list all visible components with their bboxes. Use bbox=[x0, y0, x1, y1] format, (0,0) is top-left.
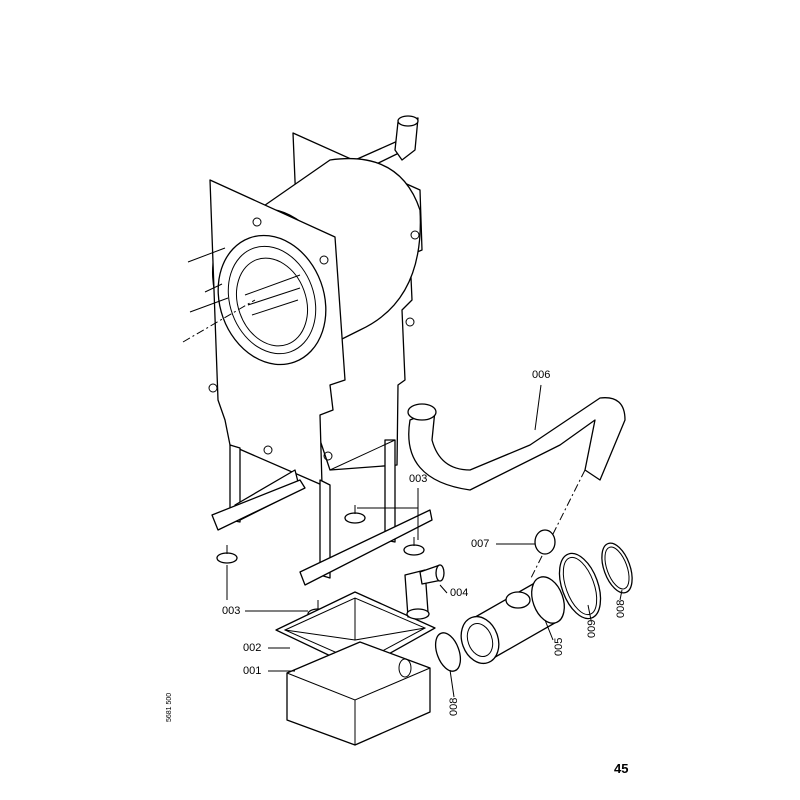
seal-ring-008-right bbox=[601, 542, 633, 594]
part-label-008: 008 bbox=[448, 697, 460, 716]
drawing-code: 5681 500 bbox=[166, 692, 173, 722]
flue-pipe bbox=[408, 397, 626, 491]
part-label-002: 002 bbox=[243, 642, 262, 654]
page-number: 45 bbox=[614, 761, 629, 776]
gasket-007 bbox=[534, 529, 556, 555]
part-label-004: 004 bbox=[450, 587, 469, 599]
support-frame bbox=[211, 439, 433, 586]
leader-lines bbox=[226, 384, 623, 698]
part-label-003: 003 bbox=[409, 473, 428, 485]
part-label-006: 006 bbox=[532, 369, 551, 381]
part-label-007: 007 bbox=[471, 538, 490, 550]
part-label-003: 003 bbox=[222, 605, 241, 617]
seal-ring-009 bbox=[558, 552, 602, 620]
condensate-tray bbox=[286, 641, 431, 746]
part-label-009: 009 bbox=[586, 619, 598, 638]
part-label-008: 008 bbox=[615, 599, 627, 618]
condensate-collector bbox=[460, 576, 565, 665]
seal-ring-008-left bbox=[434, 632, 462, 672]
part-label-005: 005 bbox=[553, 637, 565, 656]
siphon bbox=[404, 564, 445, 620]
part-label-001: 001 bbox=[243, 665, 262, 677]
